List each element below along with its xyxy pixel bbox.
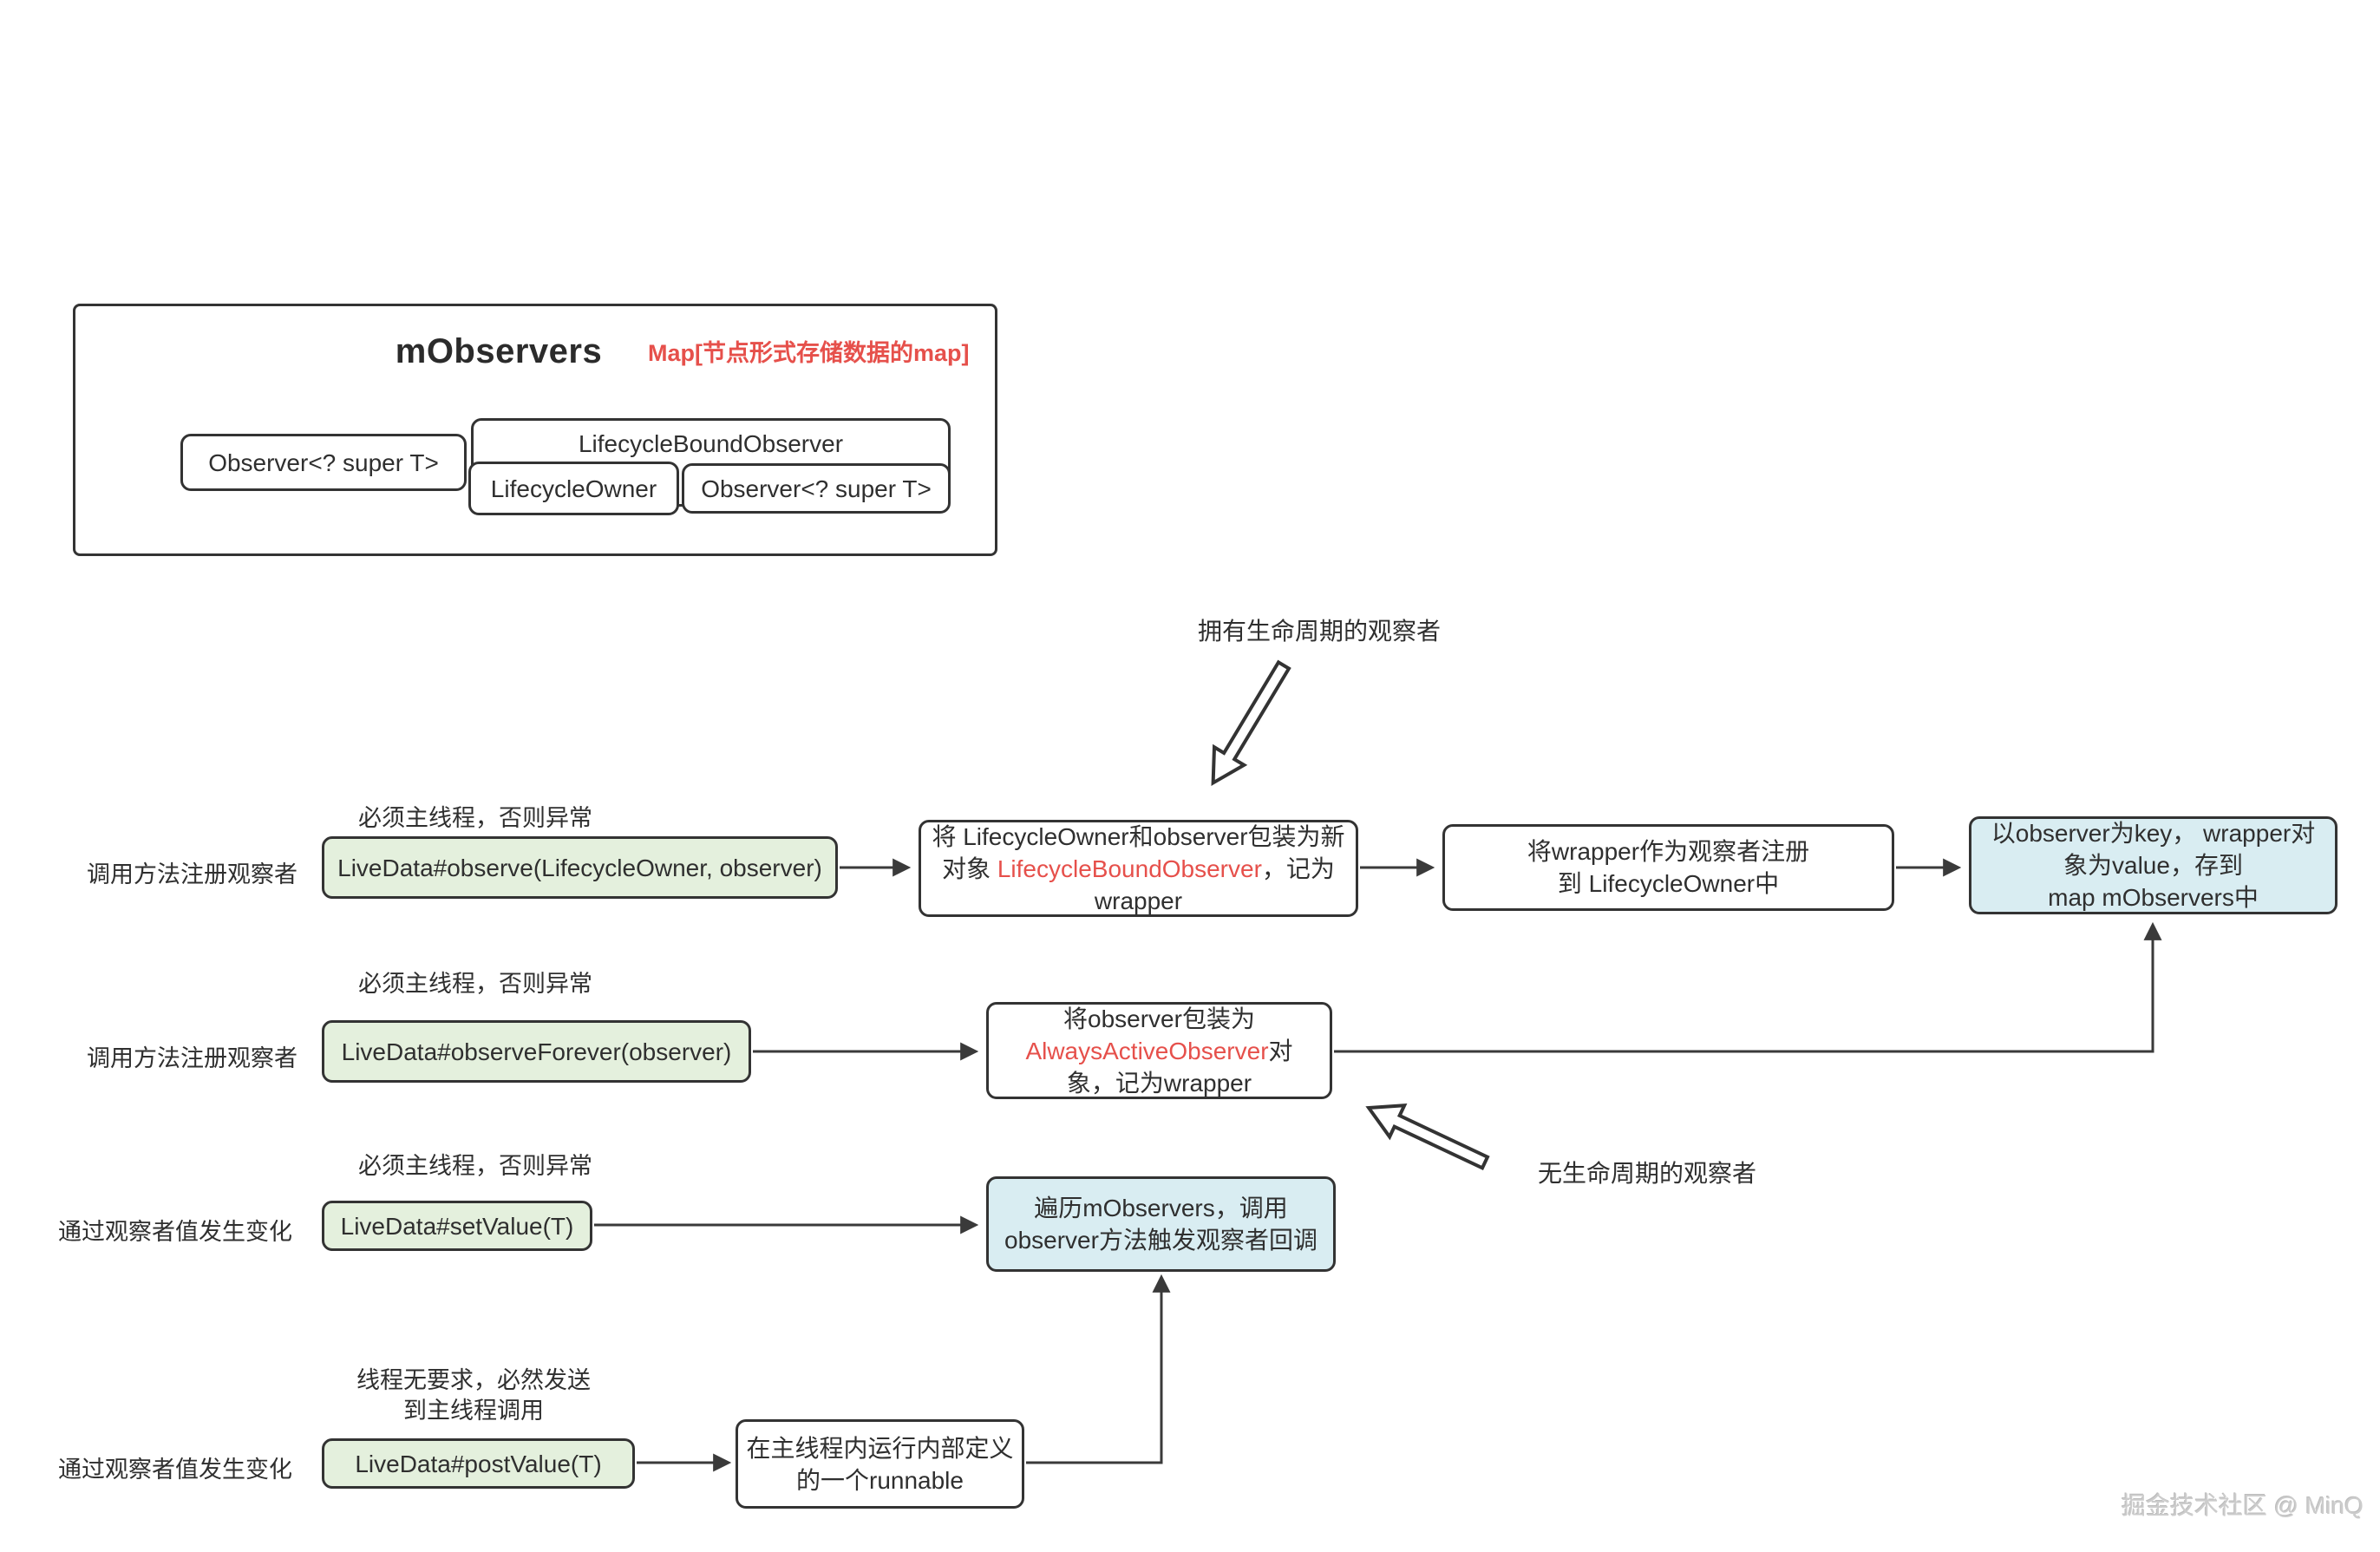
arrow-wrap-to-map [1334,921,2162,1053]
lifecycle-owner-label: LifecycleOwner [490,475,657,502]
mobservers-title: mObservers [395,332,603,370]
lifecycleboundobserver-highlight: LifecycleBoundObserver [997,855,1262,882]
box-line: observer方法触发观察者回调 [1004,1227,1318,1254]
row3-thread-note: 必须主线程，否则异常 [358,1153,592,1179]
lifecycle-annotation: 拥有生命周期的观察者 [1198,618,1442,645]
box-line: 到 LifecycleOwner中 [1557,870,1780,897]
observeforever-method-label: LiveData#observeForever(observer) [341,1038,732,1065]
box-line: 象为value，存到 [2063,852,2243,879]
no-lifecycle-annotation: 无生命周期的观察者 [1538,1160,1757,1187]
dispatch-observers-box: 遍历mObservers，调用 observer方法触发观察者回调 [986,1176,1336,1272]
observe-method-label: LiveData#observe(LifecycleOwner, observe… [337,854,822,881]
box-line: 遍历mObservers，调用 [1034,1195,1288,1221]
alwaysactiveobserver-highlight: AlwaysActiveObserver [1025,1037,1269,1064]
box-line: 在主线程内运行内部定义 [746,1434,1014,1462]
runnable-box: 在主线程内运行内部定义 的一个runnable [736,1419,1024,1509]
lifecycle-owner-box: LifecycleOwner [468,462,679,515]
box-line: map mObservers中 [2048,884,2259,911]
postvalue-method-label: LiveData#postValue(T) [355,1450,602,1477]
box-line: 以observer为key， wrapper对 [1991,820,2316,847]
row1-thread-note: 必须主线程，否则异常 [358,805,592,831]
box-line: 将observer包装为 [1063,1005,1255,1032]
row4-label: 通过观察者值发生变化 [58,1457,292,1483]
observer-value-label: Observer<? super T> [701,475,932,502]
box-line: 将wrapper作为观察者注册 [1527,838,1810,865]
row1-label: 调用方法注册观察者 [87,861,298,887]
lifecycle-annotation-arrow-icon [1211,659,1291,786]
postvalue-method-box: LiveData#postValue(T) [322,1438,635,1489]
row4-thread-note-line2: 到主线程调用 [403,1398,544,1424]
observe-method-box: LiveData#observe(LifecycleOwner, observe… [322,836,838,899]
map-structure-note: Map[节点形式存储数据的map] [648,340,970,366]
box-line: 象，记为wrapper [1066,1069,1252,1097]
box-line: AlwaysActiveObserver对 [1025,1037,1293,1064]
register-wrapper-box: 将wrapper作为观察者注册 到 LifecycleOwner中 [1442,824,1894,911]
row4-thread-note-line1: 线程无要求，必然发送 [356,1367,591,1393]
arrow-runnable-to-dispatch [1026,1274,1171,1464]
row2-thread-note: 必须主线程，否则异常 [358,971,592,997]
observer-value-box: Observer<? super T> [682,463,951,514]
store-in-map-box: 以observer为key， wrapper对 象为value，存到 map m… [1969,816,2338,914]
row3-label: 通过观察者值发生变化 [58,1219,292,1245]
box-line: 的一个runnable [796,1466,964,1494]
no-lifecycle-annotation-arrow-icon [1365,1103,1490,1170]
box-line: 对象 LifecycleBoundObserver，记为 [942,855,1335,882]
observer-key-label: Observer<? super T> [208,449,439,476]
box-line: 将 LifecycleOwner和observer包装为新 [932,822,1345,850]
setvalue-method-label: LiveData#setValue(T) [340,1212,574,1240]
wrap-lifecycleboundobserver-box: 将 LifecycleOwner和observer包装为新 对象 Lifecyc… [919,820,1358,917]
row4-thread-note: 线程无要求，必然发送 到主线程调用 [352,1365,595,1426]
observer-key-box: Observer<? super T> [180,434,467,491]
wrap-alwaysactiveobserver-box: 将observer包装为 AlwaysActiveObserver对 象，记为w… [986,1002,1332,1099]
box-line: wrapper [1094,887,1183,914]
watermark: 掘金技术社区 @ MinQ [2122,1492,2364,1519]
setvalue-method-box: LiveData#setValue(T) [322,1201,592,1251]
lifecycle-bound-observer-label: LifecycleBoundObserver [578,430,844,457]
observeforever-method-box: LiveData#observeForever(observer) [322,1020,751,1083]
row2-label: 调用方法注册观察者 [87,1045,298,1071]
